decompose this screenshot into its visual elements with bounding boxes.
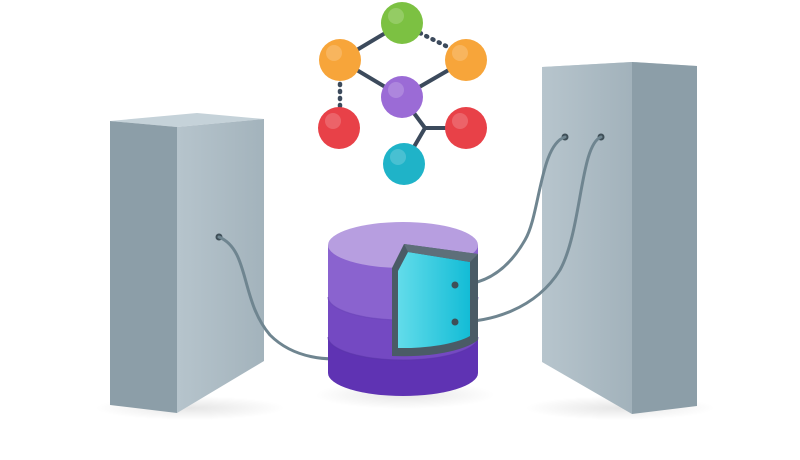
cables [217, 135, 603, 361]
graph-edge-top-right [417, 30, 453, 51]
db-slice [392, 244, 478, 357]
cable-left-server-to-database [217, 235, 347, 361]
right-server-side [632, 62, 697, 414]
left-server-front [177, 119, 264, 413]
graph-node-icon [445, 107, 487, 149]
left-server-icon [110, 113, 264, 413]
left-server-side [110, 121, 177, 413]
db-slice-face [398, 252, 470, 349]
db-port-2 [451, 318, 459, 326]
graph-nodes [318, 2, 487, 185]
database-cylinder-icon [327, 222, 479, 396]
left-server-top [110, 113, 264, 127]
db-port-1 [451, 281, 459, 289]
right-server-icon [542, 62, 697, 414]
cable-right-server-port2-to-database [454, 135, 603, 324]
graph-node-icon [383, 143, 425, 185]
graph-node-icon [318, 107, 360, 149]
graph-node-icon [381, 76, 423, 118]
graph-node-highlights [325, 8, 468, 165]
graph-node-icon [445, 39, 487, 81]
network-graph-icon [318, 2, 487, 185]
right-server-front [542, 62, 632, 414]
graph-node-icon [319, 39, 361, 81]
graph-node-icon [381, 2, 423, 44]
cable-right-server-port1-to-database [454, 135, 567, 287]
